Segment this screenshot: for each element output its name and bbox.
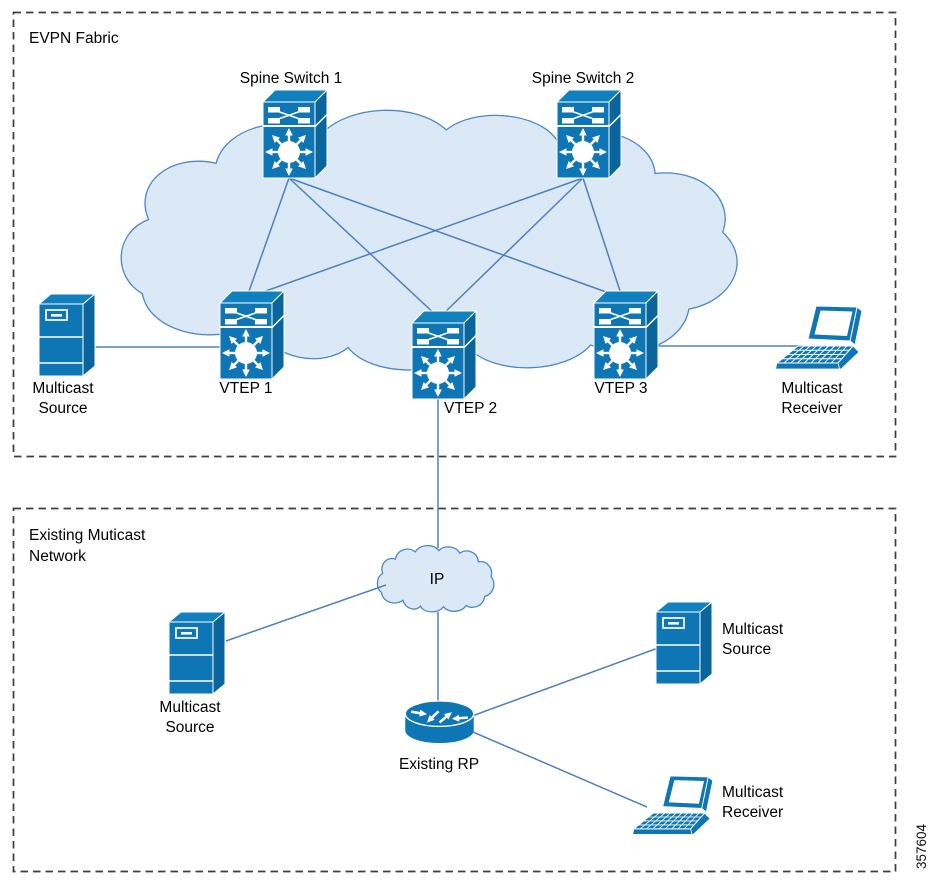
fabric-multicast-receiver-icon <box>775 305 863 370</box>
connection-lines <box>95 177 803 808</box>
existing-multicast-region-border <box>12 507 897 873</box>
spine-switch-2-icon <box>557 90 621 178</box>
link-spine1-vtep3 <box>288 177 621 298</box>
spine-switch-1-icon <box>263 90 327 178</box>
vtep-1-icon <box>220 291 284 379</box>
vtep-2-label: VTEP 2 <box>444 400 498 417</box>
link-rp-receiver <box>465 728 648 808</box>
vtep-3-icon <box>594 291 658 379</box>
evpn-fabric-region-border <box>12 11 897 458</box>
existing-multicast-region-label: Existing Muticast Network <box>29 527 146 565</box>
existing-rp-router-icon <box>405 701 474 743</box>
spine-switch-1-label: Spine Switch 1 <box>239 70 343 87</box>
vtep-2-icon <box>412 311 476 399</box>
spine-switch-2-label: Spine Switch 2 <box>531 70 635 87</box>
link-rp-source-right <box>471 647 659 717</box>
existing-multicast-receiver-label: Multicast Receiver <box>722 784 784 822</box>
link-spine2-vtep1 <box>248 177 584 298</box>
link-ipcloud-source-left <box>225 584 387 642</box>
fabric-multicast-source-icon <box>38 293 96 377</box>
evpn-fabric-region-label: EVPN Fabric <box>29 30 119 47</box>
vtep-3-label: VTEP 3 <box>594 380 648 397</box>
link-spine1-vtep1 <box>246 177 290 298</box>
existing-multicast-source-left-label: Multicast Source <box>159 699 221 737</box>
figure-number: 357604 <box>914 823 929 869</box>
existing-multicast-source-right-icon <box>655 601 713 685</box>
existing-multicast-source-right-label: Multicast Source <box>722 621 784 659</box>
vtep-1-label: VTEP 1 <box>219 380 273 397</box>
fabric-multicast-source-label: Multicast Source <box>32 380 94 418</box>
link-spine2-vtep2 <box>439 177 584 318</box>
existing-multicast-source-left-icon <box>168 611 226 695</box>
fabric-multicast-receiver-label: Multicast Receiver <box>781 380 843 418</box>
link-spine2-vtep3 <box>582 177 623 298</box>
link-spine1-vtep2 <box>288 177 439 318</box>
ip-cloud-label: IP <box>429 571 445 588</box>
existing-rp-label: Existing RP <box>398 756 480 773</box>
